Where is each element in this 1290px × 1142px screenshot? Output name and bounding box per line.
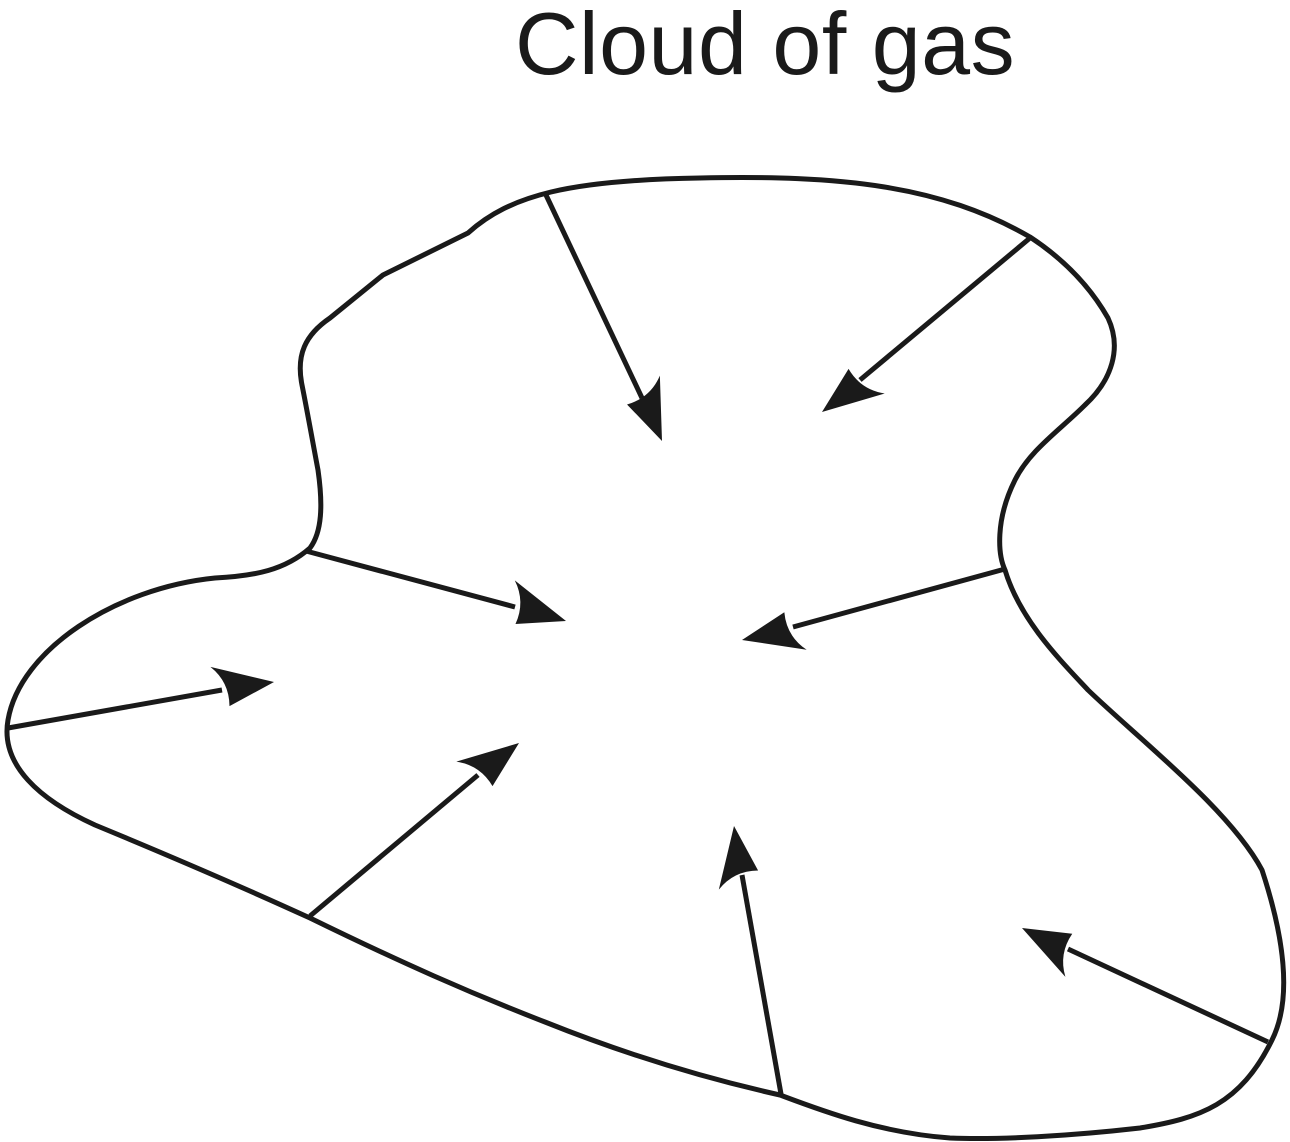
arrow-shaft [543, 193, 645, 400]
arrowhead-icon [811, 361, 885, 432]
arrowhead-icon [1011, 913, 1084, 977]
arrow-bottom [708, 823, 784, 1095]
arrow-shaft [1066, 946, 1270, 1045]
diagram-title: Cloud of gas [515, 0, 1016, 93]
arrow-lower-right [1011, 913, 1270, 1045]
cloud-outline [4, 175, 1287, 1141]
arrowhead-icon [737, 609, 807, 666]
arrow-shaft [308, 773, 480, 918]
arrow-upper-right [811, 236, 1032, 432]
arrow-right-middle [737, 566, 1006, 666]
arrow-shaft [7, 687, 223, 731]
arrowhead-icon [621, 375, 686, 448]
arrow-shaft [858, 236, 1032, 382]
arrowhead-icon [708, 823, 761, 890]
arrow-far-left [7, 656, 277, 731]
arrow-shaft [739, 874, 784, 1095]
arrow-left-neck [305, 548, 573, 637]
arrowhead-icon [210, 656, 277, 709]
arrow-lower-left [308, 723, 530, 918]
arrow-top [543, 193, 686, 448]
arrow-shaft [305, 548, 516, 610]
arrow-shaft [792, 566, 1006, 630]
